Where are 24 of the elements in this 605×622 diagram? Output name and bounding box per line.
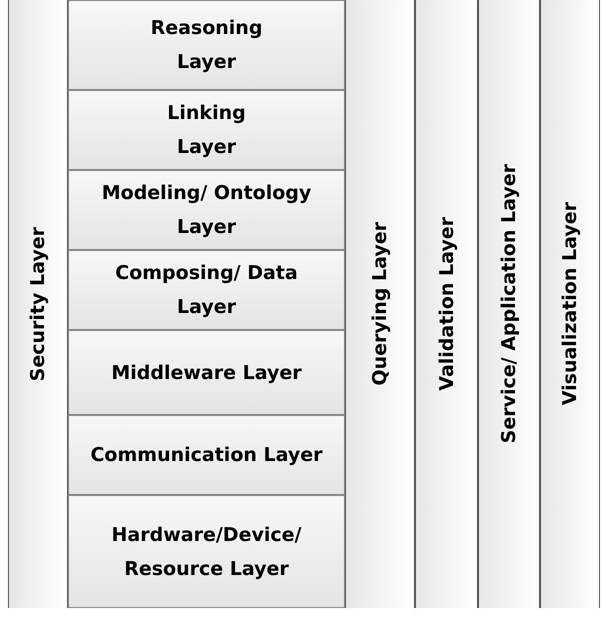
layer-label: Communication Layer — [90, 443, 323, 468]
layer-label: Composing/ Data Layer — [114, 261, 299, 320]
layer-box — [68, 0, 345, 90]
layer-box — [68, 170, 345, 250]
layer-box — [68, 415, 345, 495]
layer-box — [68, 495, 345, 608]
layer-column — [540, 0, 600, 608]
layer-label: Querying Layer — [369, 222, 391, 386]
layer-label: Linking Layer — [166, 101, 247, 160]
layer-label: Service/ Application Layer — [498, 164, 520, 444]
layer-label: Validation Layer — [436, 217, 458, 391]
layer-label: Reasoning Layer — [150, 16, 264, 75]
layer-column — [415, 0, 478, 608]
layer-box — [68, 330, 345, 415]
layer-label: Middleware Layer — [111, 360, 302, 386]
layer-column — [345, 0, 415, 608]
layer-column — [478, 0, 540, 608]
layer-box — [68, 250, 345, 330]
layer-label: Visualization Layer — [559, 202, 581, 406]
layer-label: Security Layer — [27, 226, 49, 382]
layer-column — [8, 0, 68, 608]
layer-label: Modeling/ Ontology Layer — [100, 181, 312, 240]
layer-label: Hardware/Device/ Resource Layer — [110, 522, 302, 582]
layer-box — [68, 90, 345, 170]
